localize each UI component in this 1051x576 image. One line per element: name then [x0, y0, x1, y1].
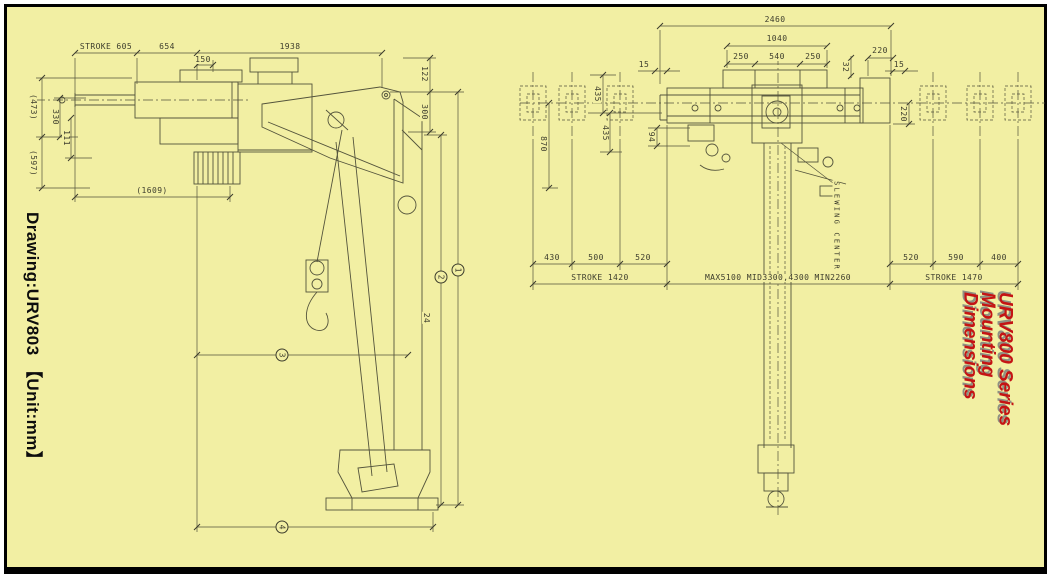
- dim-label: SLEWING CENTER: [832, 180, 841, 272]
- dim-label: 435: [593, 85, 602, 103]
- series-title-line-3: Dimensions: [959, 292, 981, 400]
- dim-label: 24: [422, 311, 431, 325]
- dim-label: 500: [587, 253, 605, 262]
- dim-label: 150: [194, 55, 212, 64]
- dim-label: 654: [158, 42, 176, 51]
- dim-label: 94: [647, 130, 656, 144]
- dim-label: 1040: [765, 34, 789, 43]
- dim-label: 250: [732, 52, 750, 61]
- dim-label: 435: [601, 124, 610, 142]
- callout-2: 2: [434, 270, 448, 284]
- dim-label: 520: [634, 253, 652, 262]
- drawing-number-title: Drawing:URV803 【Unit:mm】: [23, 212, 42, 469]
- dim-label: (1609): [135, 186, 169, 195]
- dim-label: 2460: [763, 15, 787, 24]
- dim-label: STROKE 1470: [924, 273, 984, 282]
- dim-label: 870: [539, 135, 548, 153]
- dim-label: 220: [899, 105, 908, 123]
- dim-label: 330: [51, 108, 60, 126]
- dim-label: 300: [420, 103, 429, 121]
- dim-label: MAX5100 MID3300,4300 MIN2260: [703, 273, 853, 282]
- callout-3: 3: [275, 348, 289, 362]
- dim-label: 220: [871, 46, 889, 55]
- dim-label: STROKE 605: [78, 42, 134, 51]
- dim-label: 430: [543, 253, 561, 262]
- side-view-linework: [35, 49, 464, 532]
- dim-label: 15: [637, 60, 651, 69]
- callout-1: 1: [451, 263, 465, 277]
- dim-label: 1938: [278, 42, 302, 51]
- drawing-border-frame: [4, 4, 1047, 574]
- front-view-linework: [519, 22, 1045, 515]
- dim-label: 540: [768, 52, 786, 61]
- dim-label: 400: [990, 253, 1008, 262]
- series-title: URV800 Series Mounting Dimensions: [959, 292, 1016, 427]
- dim-label: 520: [902, 253, 920, 262]
- dim-label: (473): [29, 92, 38, 122]
- dim-label: 122: [420, 65, 429, 83]
- dim-label: 111: [62, 129, 71, 147]
- callout-4: 4: [275, 520, 289, 534]
- series-title-line-1: URV800 Series: [994, 292, 1016, 427]
- dim-label: 590: [947, 253, 965, 262]
- series-title-line-2: Mounting: [976, 292, 998, 378]
- dim-label: STROKE 1420: [570, 273, 630, 282]
- dim-label: (597): [29, 148, 38, 178]
- dim-label: 250: [804, 52, 822, 61]
- dim-label: 32: [841, 60, 850, 74]
- dim-label: 15: [892, 60, 906, 69]
